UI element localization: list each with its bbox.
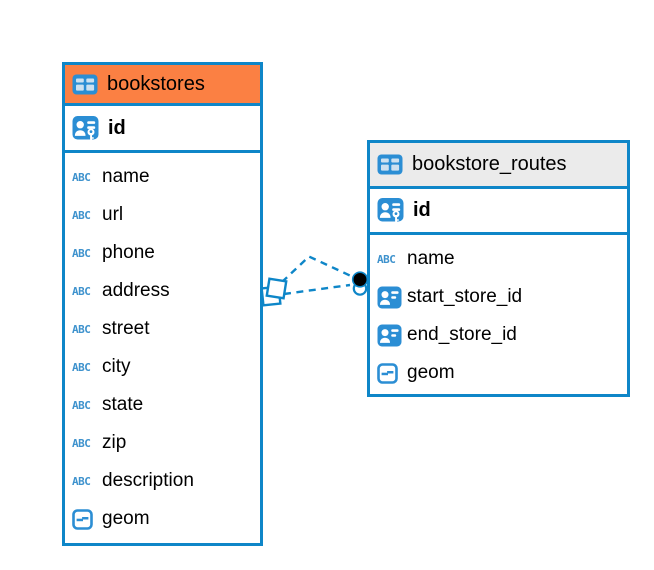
column-name: geom [407,362,455,383]
column-name: street [102,318,150,339]
column-name: id [108,116,126,139]
text-type-icon: ABC [72,284,91,298]
foreign-key-icon [377,324,407,347]
primary-key-icon [377,197,407,224]
table-header[interactable]: bookstores [65,65,260,106]
table-title: bookstores [107,72,205,95]
foreign-key-icon [377,286,407,309]
column-name: description [102,470,194,491]
column-row-street[interactable]: ABC street [72,310,260,348]
text-type-icon: ABC [72,246,91,260]
column-row-end-store-id[interactable]: end_store_id [377,316,627,354]
table-bookstore-routes[interactable]: bookstore_routes id [367,140,630,397]
relationship-source-marker-stacked-squares[interactable] [260,277,288,307]
geometry-type-icon [72,508,102,530]
column-row-start-store-id[interactable]: start_store_id [377,278,627,316]
column-row-phone[interactable]: ABC phone [72,234,260,272]
table-bookstores[interactable]: bookstores id A [62,62,263,546]
columns-compartment: ABC name ABC url ABC phone ABC address A… [65,153,260,538]
text-type-icon: ABC [72,474,91,488]
column-name: phone [102,242,155,263]
table-icon [72,74,98,95]
text-type-icon: ABC [72,398,91,412]
column-name: url [102,204,124,225]
text-type-icon: ABC [72,360,91,374]
text-type-icon: ABC [72,208,91,222]
text-type-icon: ABC [72,170,91,184]
text-type-icon: ABC [72,436,91,450]
column-name: geom [102,508,150,529]
column-row-id[interactable]: id [370,189,627,235]
column-row-url[interactable]: ABC url [72,196,260,234]
table-header[interactable]: bookstore_routes [370,143,627,189]
relationship-line[interactable] [283,283,351,296]
column-row-id[interactable]: id [65,106,260,153]
column-name: address [102,280,170,301]
relationship-target-marker-stacked-circles[interactable] [351,271,369,296]
table-icon [377,154,403,175]
column-row-geom[interactable]: geom [377,354,627,392]
column-row-zip[interactable]: ABC zip [72,424,260,462]
column-row-name[interactable]: ABC name [72,158,260,196]
geometry-type-icon [377,362,407,384]
table-title: bookstore_routes [412,153,567,175]
column-name: state [102,394,144,415]
relationship-line[interactable] [281,255,353,283]
column-row-address[interactable]: ABC address [72,272,260,310]
column-name: end_store_id [407,324,517,345]
column-name: start_store_id [407,286,523,307]
columns-compartment: ABC name start_store_id [370,235,627,392]
column-row-state[interactable]: ABC state [72,386,260,424]
column-row-description[interactable]: ABC description [72,462,260,500]
column-row-city[interactable]: ABC city [72,348,260,386]
column-row-name[interactable]: ABC name [377,240,627,278]
primary-key-icon [72,115,102,142]
column-name: id [413,199,431,221]
text-type-icon: ABC [377,252,396,266]
column-name: city [102,356,131,377]
column-name: zip [102,432,127,453]
column-row-geom[interactable]: geom [72,500,260,538]
column-name: name [102,166,150,187]
text-type-icon: ABC [72,322,91,336]
column-name: name [407,248,455,269]
